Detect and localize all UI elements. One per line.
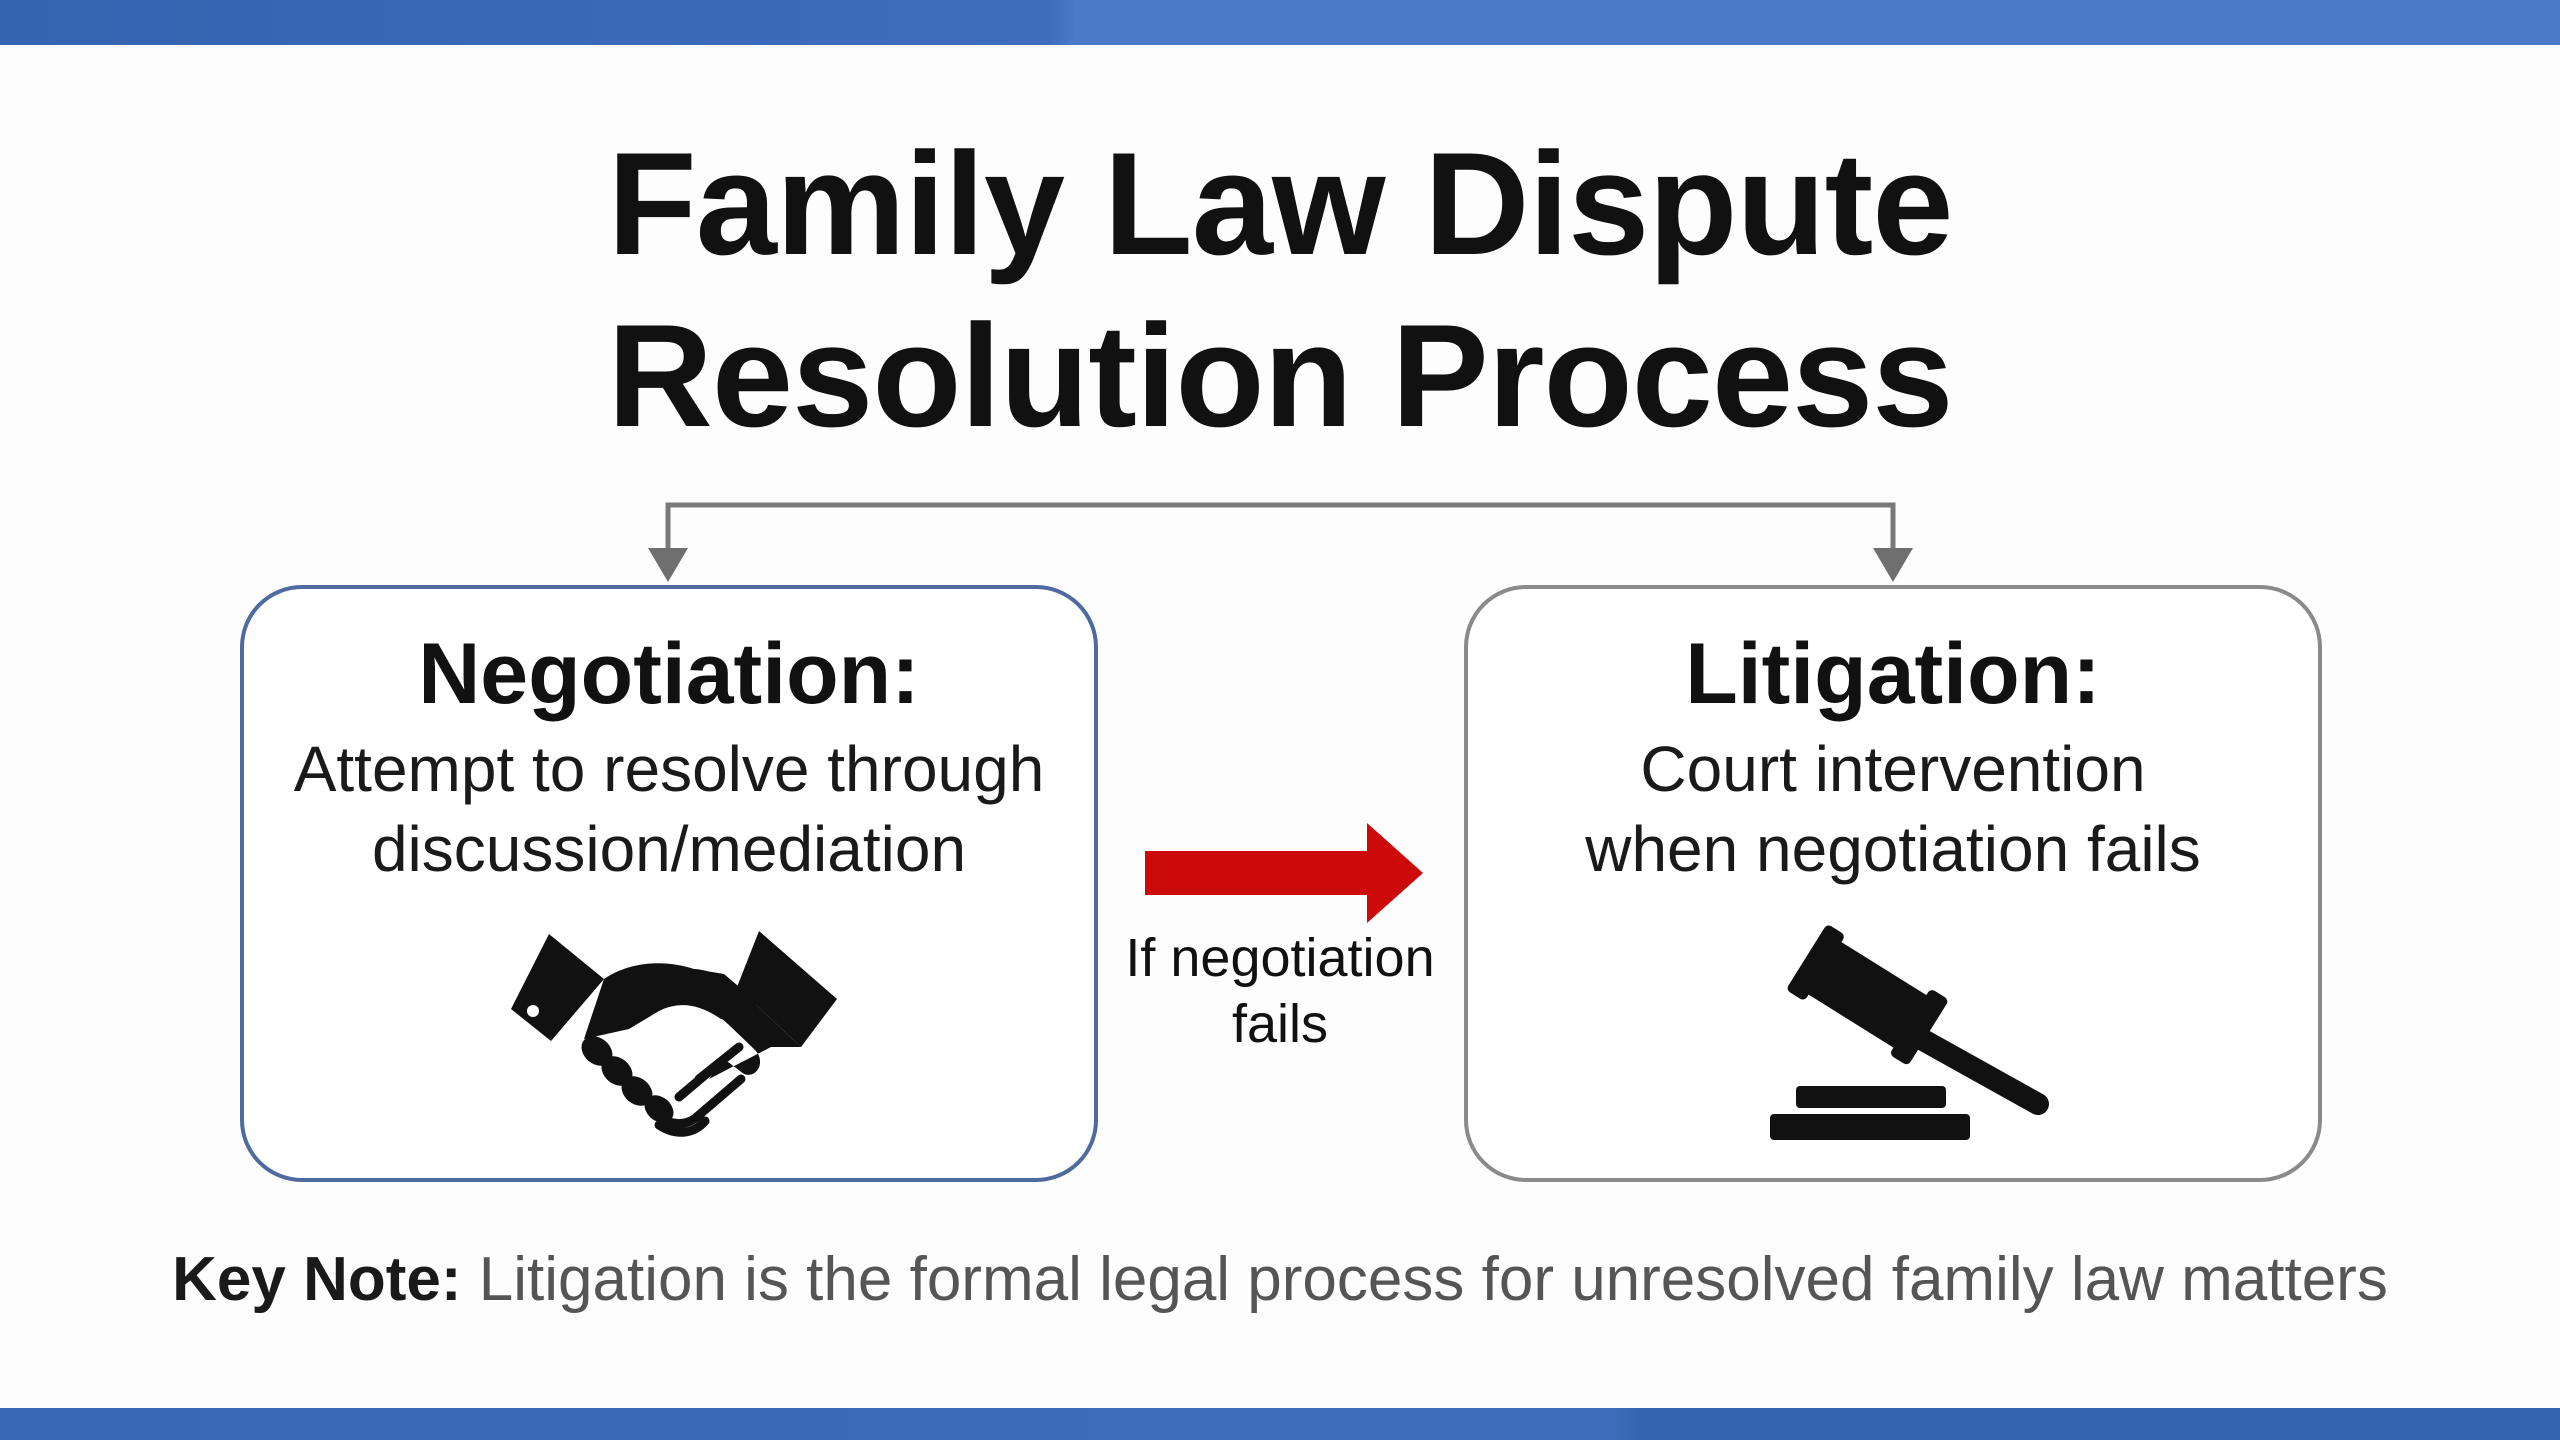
key-note-text: Litigation is the formal legal process f… xyxy=(461,1245,2388,1314)
negotiation-title: Negotiation: xyxy=(418,626,920,722)
litigation-description: Court intervention when negotiation fail… xyxy=(1488,729,2298,889)
negotiation-desc-line-2: discussion/mediation xyxy=(371,813,967,885)
page-title: Family Law Dispute Resolution Process xyxy=(0,118,2560,462)
negotiation-card: Negotiation: Attempt to resolve through … xyxy=(240,585,1098,1182)
litigation-title: Litigation: xyxy=(1685,626,2101,722)
key-note: Key Note: Litigation is the formal legal… xyxy=(0,1240,2560,1320)
title-line-1: Family Law Dispute xyxy=(607,122,1954,285)
negotiation-description: Attempt to resolve through discussion/me… xyxy=(264,729,1074,889)
key-note-label: Key Note: xyxy=(172,1245,462,1314)
if-fails-label-line-1: If negotiation xyxy=(1125,928,1435,988)
handshake-icon xyxy=(511,931,837,1137)
connector-arrowhead-right xyxy=(1873,548,1913,582)
top-accent-bar xyxy=(0,0,2560,45)
if-fails-arrow xyxy=(1145,823,1423,923)
if-fails-label-line-2: fails xyxy=(1231,994,1329,1054)
gavel-icon xyxy=(1770,925,2049,1140)
litigation-desc-line-1: Court intervention xyxy=(1640,733,2146,805)
negotiation-desc-line-1: Attempt to resolve through xyxy=(293,733,1045,805)
title-line-2: Resolution Process xyxy=(607,294,1953,457)
litigation-card: Litigation: Court intervention when nego… xyxy=(1464,585,2322,1182)
bottom-accent-bar xyxy=(0,1408,2560,1440)
litigation-desc-line-2: when negotiation fails xyxy=(1585,813,2201,885)
connector-arrowhead-left xyxy=(648,548,688,582)
if-fails-label: If negotiation fails xyxy=(1100,925,1460,1057)
